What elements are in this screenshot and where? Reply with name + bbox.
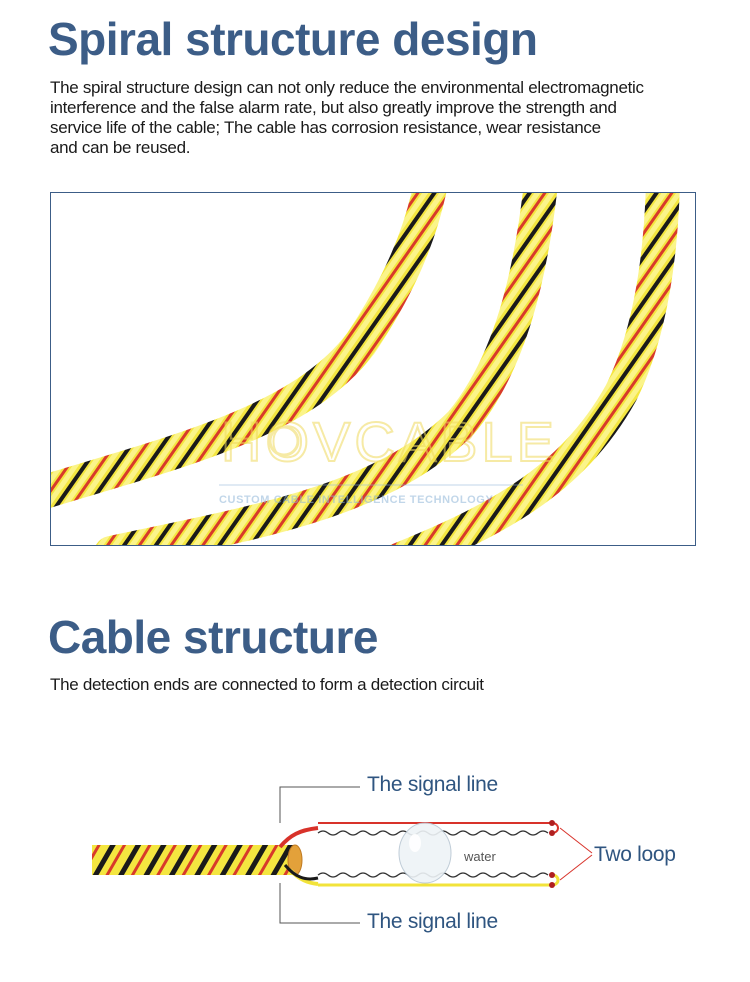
cable-strand-1 xyxy=(51,193,447,508)
two-loop-label: Two loop xyxy=(594,843,676,866)
cable-section-title: Cable structure xyxy=(48,611,378,663)
hovcable-watermark: HOVCABLE CUSTOM CABLE INTELLIGENCE TECHN… xyxy=(219,409,558,506)
spiral-description-line: interference and the false alarm rate, b… xyxy=(50,98,617,117)
cable-diagram-illustration xyxy=(92,786,593,924)
two-loop-pointer-bottom xyxy=(559,854,593,881)
cable-strand-2 xyxy=(96,193,557,545)
spiral-description: The spiral structure design can not only… xyxy=(50,78,644,158)
watermark-tagline: CUSTOM CABLE INTELLIGENCE TECHNOLOGY xyxy=(219,494,493,506)
watermark-brand: HOVCABLE xyxy=(221,410,558,473)
top-signal-line-label: The signal line xyxy=(367,773,498,796)
spiral-description-line: and can be reused. xyxy=(50,138,191,157)
spiral-section-title: Spiral structure design xyxy=(48,13,538,65)
red-wire-lead xyxy=(278,826,319,849)
spiral-description-line: The spiral structure design can not only… xyxy=(50,78,644,97)
spiral-cable-photo: HOVCABLE CUSTOM CABLE INTELLIGENCE TECHN… xyxy=(50,192,696,546)
spiral-description-line: service life of the cable; The cable has… xyxy=(50,118,601,137)
top-bracket-line xyxy=(279,786,360,823)
water-label: water xyxy=(464,849,496,864)
water-droplet-icon xyxy=(398,822,452,884)
cable-strand-3 xyxy=(390,193,680,545)
bottom-signal-line-label: The signal line xyxy=(367,910,498,933)
twisted-cable-body xyxy=(92,845,297,875)
two-loop-pointer-top xyxy=(559,827,593,854)
cable-structure-diagram: The signal line The signal line Two loop… xyxy=(80,765,710,945)
bottom-bracket-line xyxy=(279,883,360,924)
cable-description: The detection ends are connected to form… xyxy=(50,675,484,694)
black-wire-lead xyxy=(283,864,319,881)
spiral-cable-illustration: HOVCABLE CUSTOM CABLE INTELLIGENCE TECHN… xyxy=(51,193,680,545)
